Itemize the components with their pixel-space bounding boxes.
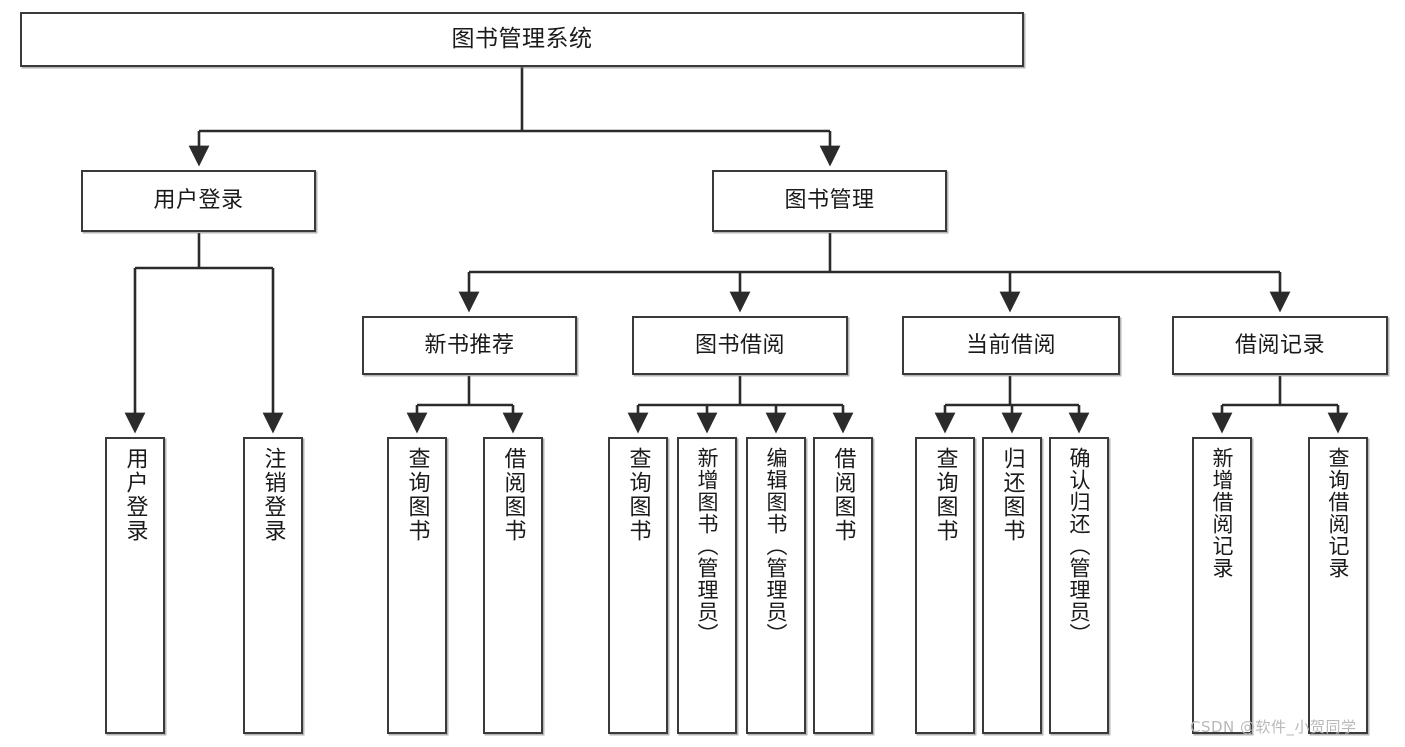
node-borrow-record-label: 借阅记录 bbox=[1234, 332, 1325, 358]
node-book-borrow[interactable]: 图书借阅 bbox=[632, 316, 848, 375]
csdn-watermark: CSDN @软件_小贺同学 bbox=[1190, 718, 1357, 736]
node-leaf-add-record[interactable]: 新增借阅记录 bbox=[1192, 437, 1252, 734]
node-leaf-query-book-3-label: 查询图书 bbox=[932, 447, 958, 543]
node-current-borrow[interactable]: 当前借阅 bbox=[902, 316, 1120, 375]
node-leaf-add-book-label: 新增图书（管理员） bbox=[695, 447, 720, 645]
node-leaf-edit-book-label: 编辑图书（管理员） bbox=[764, 447, 789, 645]
node-leaf-logout-login-label: 注销登录 bbox=[260, 447, 286, 543]
node-leaf-query-book-1-label: 查询图书 bbox=[404, 447, 430, 543]
node-leaf-query-book-2-label: 查询图书 bbox=[625, 447, 651, 543]
node-leaf-edit-book[interactable]: 编辑图书（管理员） bbox=[746, 437, 806, 734]
node-leaf-add-book[interactable]: 新增图书（管理员） bbox=[677, 437, 737, 734]
node-leaf-query-record[interactable]: 查询借阅记录 bbox=[1308, 437, 1368, 734]
node-leaf-user-login-label: 用户登录 bbox=[122, 447, 148, 543]
node-current-borrow-label: 当前借阅 bbox=[965, 332, 1056, 358]
node-borrow-record[interactable]: 借阅记录 bbox=[1172, 316, 1388, 375]
node-leaf-add-record-label: 新增借阅记录 bbox=[1210, 447, 1235, 579]
node-leaf-query-book-2[interactable]: 查询图书 bbox=[608, 437, 668, 734]
node-leaf-borrow-book-1-label: 借阅图书 bbox=[500, 447, 526, 543]
node-new-book-rec[interactable]: 新书推荐 bbox=[362, 316, 577, 375]
node-leaf-user-login[interactable]: 用户登录 bbox=[105, 437, 165, 734]
node-root-system-label: 图书管理系统 bbox=[451, 26, 593, 53]
node-user-login-label: 用户登录 bbox=[153, 188, 244, 214]
node-leaf-confirm-return[interactable]: 确认归还（管理员） bbox=[1049, 437, 1109, 734]
node-leaf-borrow-book-2-label: 借阅图书 bbox=[830, 447, 856, 543]
node-book-manage-label: 图书管理 bbox=[784, 188, 875, 214]
node-new-book-rec-label: 新书推荐 bbox=[424, 332, 515, 358]
node-leaf-borrow-book-1[interactable]: 借阅图书 bbox=[483, 437, 543, 734]
node-leaf-return-book-label: 归还图书 bbox=[999, 447, 1025, 543]
node-leaf-return-book[interactable]: 归还图书 bbox=[982, 437, 1042, 734]
node-user-login[interactable]: 用户登录 bbox=[81, 170, 316, 232]
node-leaf-logout-login[interactable]: 注销登录 bbox=[243, 437, 303, 734]
node-leaf-borrow-book-2[interactable]: 借阅图书 bbox=[813, 437, 873, 734]
node-leaf-query-book-3[interactable]: 查询图书 bbox=[915, 437, 975, 734]
node-leaf-query-record-label: 查询借阅记录 bbox=[1326, 447, 1351, 579]
node-root-system[interactable]: 图书管理系统 bbox=[20, 12, 1024, 67]
node-leaf-confirm-return-label: 确认归还（管理员） bbox=[1067, 447, 1092, 645]
node-book-manage[interactable]: 图书管理 bbox=[712, 170, 947, 232]
node-leaf-query-book-1[interactable]: 查询图书 bbox=[387, 437, 447, 734]
node-book-borrow-label: 图书借阅 bbox=[694, 332, 785, 358]
